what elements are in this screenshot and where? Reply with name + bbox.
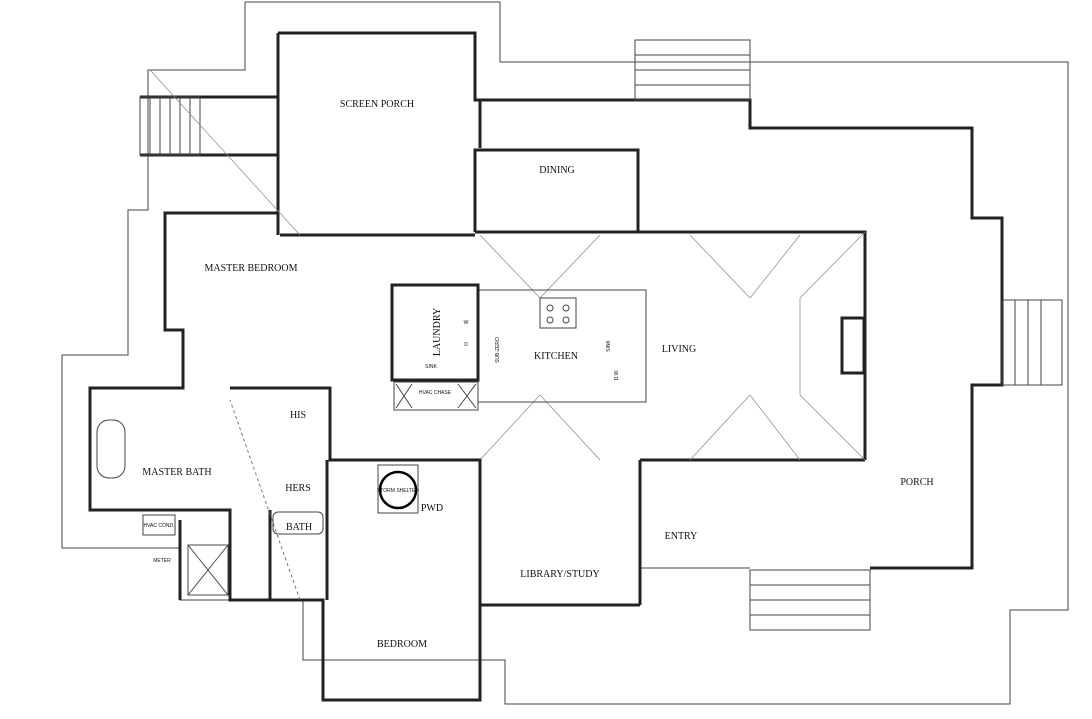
room-label-master-bedroom: MASTER BEDROOM	[204, 263, 297, 274]
fireplace	[840, 316, 866, 375]
fixture-hvac-cond: HVAC COND.	[143, 523, 174, 529]
fixture-hvac-chase: HVAC CHASE	[419, 390, 452, 396]
storm-shelter-circle	[378, 470, 418, 510]
dining-walls	[473, 148, 640, 232]
room-label-pwd: PWD	[421, 503, 443, 514]
hvac-chase	[393, 381, 479, 411]
room-label-library-study: LIBRARY/STUDY	[520, 569, 599, 580]
master-bedroom-walls	[88, 211, 278, 512]
fixture-dishwasher: D.W.	[614, 370, 620, 381]
stairs-east	[1001, 299, 1063, 386]
screen-porch-walls	[278, 31, 482, 148]
shower	[187, 544, 229, 596]
fixture-meter: METER	[153, 558, 171, 564]
stairs-north	[634, 39, 751, 101]
room-label-bath: BATH	[286, 522, 312, 533]
room-label-entry: ENTRY	[665, 531, 698, 542]
room-label-kitchen: KITCHEN	[534, 351, 578, 362]
hvac-cond-box	[142, 514, 176, 536]
wall	[138, 508, 482, 702]
room-label-hers: HERS	[285, 483, 311, 494]
room-label-dining: DINING	[539, 165, 575, 176]
ceiling-lines	[479, 231, 866, 461]
fixture-washer: W	[464, 320, 469, 326]
roof-line	[149, 69, 301, 236]
kitchen-block	[477, 289, 647, 403]
tub	[96, 419, 126, 479]
fixture-storm-shelter: STORM SHELTER	[377, 488, 419, 494]
storm-shelter	[377, 464, 419, 514]
dashed-line	[229, 399, 301, 601]
bath-wing-walls	[230, 386, 640, 607]
room-label-living: LIVING	[662, 344, 696, 355]
cooktop	[539, 297, 577, 329]
porch-walls	[480, 98, 1004, 570]
room-label-master-bath: MASTER BATH	[142, 467, 211, 478]
room-label-laundry: LAUNDRY	[432, 308, 443, 356]
room-label-his: HIS	[290, 410, 306, 421]
fixture-sub-zero: SUB-ZERO	[495, 337, 501, 363]
bath-tub	[272, 511, 324, 535]
fixture-sink: SINK	[606, 340, 612, 352]
fixture-laundry-sink: SINK	[425, 364, 437, 370]
room-label-porch: PORCH	[900, 477, 933, 488]
fixture-dryer: D	[464, 342, 468, 348]
stairs-northwest	[139, 96, 201, 156]
room-label-bedroom: BEDROOM	[377, 639, 427, 650]
laundry-walls	[390, 283, 480, 382]
stairs-south	[749, 569, 871, 631]
room-label-screen-porch: SCREEN PORCH	[340, 99, 414, 110]
